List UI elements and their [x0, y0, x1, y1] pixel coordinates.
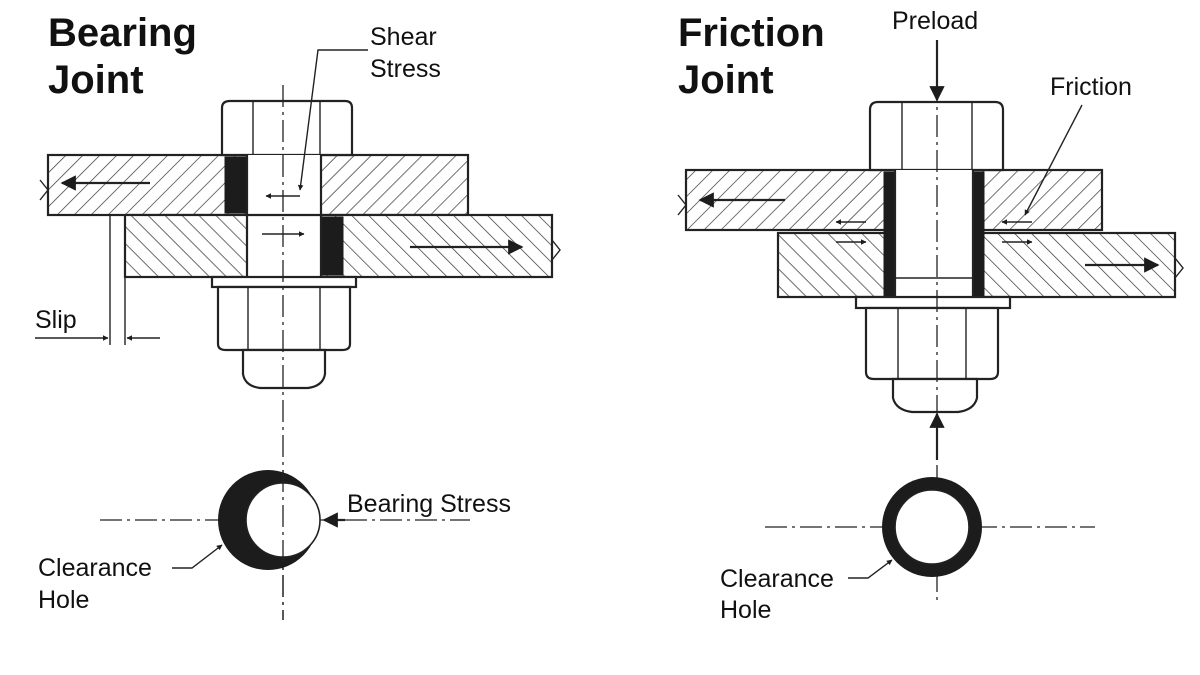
friction-clearance-label-line1: Clearance: [720, 565, 834, 593]
bearing-shear-leader: [297, 49, 368, 191]
bearing-bolt-tip: [241, 348, 327, 390]
bearing-shear-label-line2: Stress: [370, 55, 441, 83]
bearing-shear-label-line1: Shear: [370, 23, 437, 51]
friction-bolt-shank: [895, 170, 973, 297]
friction-label: Friction: [1050, 73, 1132, 101]
bearing-clearance-label-line2: Hole: [38, 586, 89, 614]
friction-clearance-gap-right: [972, 171, 985, 298]
bearing-plate-break-left: [39, 179, 49, 201]
bearing-clearance-gap-lower: [320, 216, 344, 276]
friction-washer: [854, 295, 1012, 310]
friction-clearance-gap-left: [883, 171, 896, 298]
friction-leader: [1024, 104, 1083, 216]
bearing-clearance-label-line1: Clearance: [38, 554, 152, 582]
bearing-clearance-gap-upper: [224, 156, 248, 214]
bearing-washer: [210, 275, 358, 289]
bearing-clearance-leader: [172, 544, 223, 569]
bearing-title-line1: Bearing: [48, 11, 197, 55]
bearing-stress-label: Bearing Stress: [347, 490, 511, 518]
friction-nut: [864, 306, 1000, 381]
friction-plate-break-left: [677, 194, 687, 216]
bearing-title-line2: Joint: [48, 58, 144, 102]
bearing-joint: Bearing Joint: [35, 11, 561, 620]
friction-clearance-leader: [848, 559, 893, 579]
friction-joint: Friction Joint Preload: [677, 7, 1184, 624]
friction-bolt-tip: [891, 377, 979, 414]
bearing-bolt-head: [220, 99, 354, 157]
bearing-slip-label: Slip: [35, 306, 77, 334]
friction-title-line2: Joint: [678, 58, 774, 102]
friction-preload-label: Preload: [892, 7, 978, 35]
bearing-plate-break-right: [551, 239, 561, 261]
friction-bolt-section: [894, 489, 970, 565]
friction-plate-break-right: [1174, 257, 1184, 279]
friction-title-line1: Friction: [678, 11, 825, 55]
friction-clearance-label-line2: Hole: [720, 596, 771, 624]
bearing-nut: [216, 285, 352, 352]
